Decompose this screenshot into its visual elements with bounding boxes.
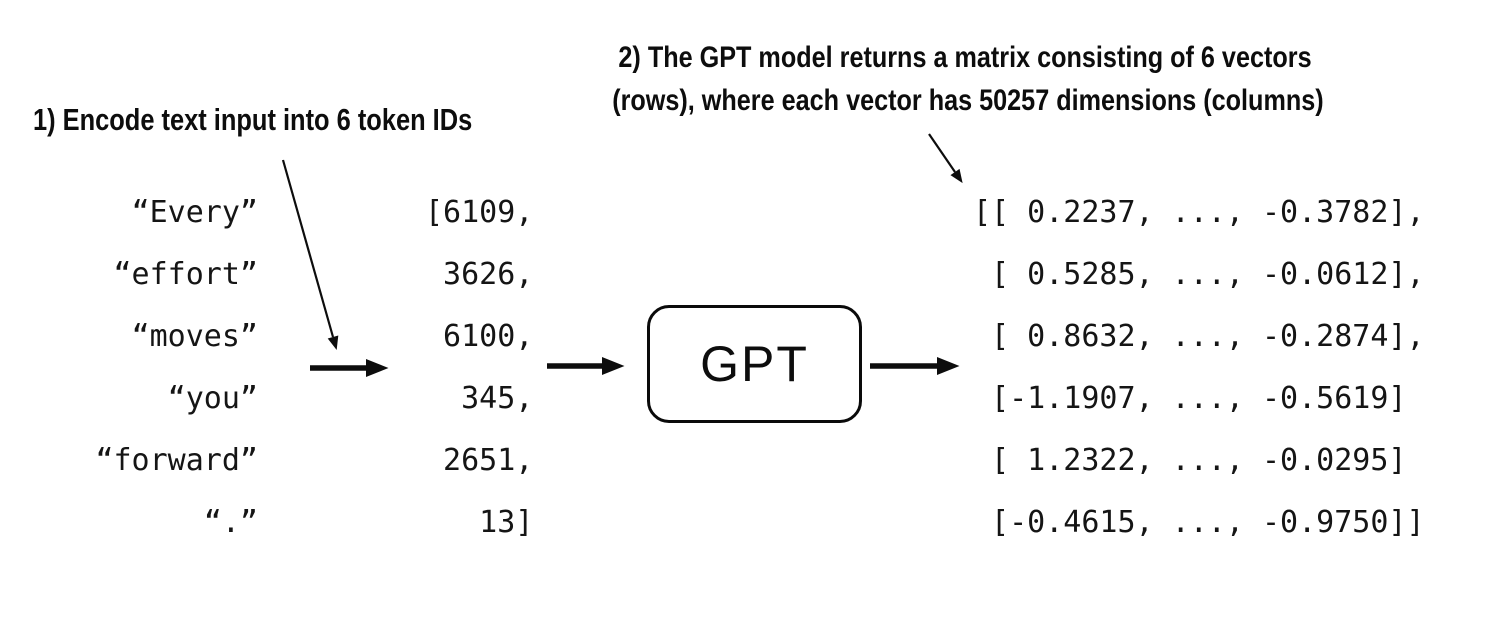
token-id: 3626, <box>425 257 534 292</box>
step2-pointer-arrow-icon <box>928 133 963 184</box>
token-text: “.” <box>203 505 258 540</box>
step1-pointer-arrow-icon <box>281 159 339 350</box>
token-text: “effort” <box>113 257 259 292</box>
output-matrix-row: [-1.1907, ..., -0.5619] <box>973 381 1407 416</box>
token-id: 13] <box>425 505 534 540</box>
step2-annotation: 2) The GPT model returns a matrix consis… <box>612 36 1324 122</box>
output-matrix-row: [ 0.5285, ..., -0.0612], <box>973 257 1425 292</box>
gpt-model-box: GPT <box>647 305 862 423</box>
output-matrix-row: [-0.4615, ..., -0.9750]] <box>973 505 1425 540</box>
token-id: 6100, <box>425 319 534 354</box>
step2-annotation-line1: 2) The GPT model returns a matrix consis… <box>618 41 1312 74</box>
token-text: “Every” <box>131 195 258 230</box>
output-matrix-row: [[ 0.2237, ..., -0.3782], <box>973 195 1425 230</box>
token-text-column: “Every” “effort” “moves” “you” “forward”… <box>28 182 258 554</box>
output-matrix-column: [[ 0.2237, ..., -0.3782], [ 0.5285, ...,… <box>973 182 1425 554</box>
token-id: [6109, <box>425 195 534 230</box>
step1-annotation: 1) Encode text input into 6 token IDs <box>33 102 473 137</box>
token-id-column: [6109, 3626, 6100, 345, 2651, 13] <box>425 182 533 554</box>
token-text: “you” <box>167 381 258 416</box>
output-matrix-row: [ 1.2322, ..., -0.0295] <box>973 443 1407 478</box>
token-id: 2651, <box>425 443 534 478</box>
gpt-model-label: GPT <box>700 336 809 392</box>
token-text: “moves” <box>131 319 258 354</box>
step2-annotation-line2: (rows), where each vector has 50257 dime… <box>612 84 1324 117</box>
token-id: 345, <box>425 381 534 416</box>
token-text: “forward” <box>95 443 258 478</box>
output-matrix-row: [ 0.8632, ..., -0.2874], <box>973 319 1425 354</box>
